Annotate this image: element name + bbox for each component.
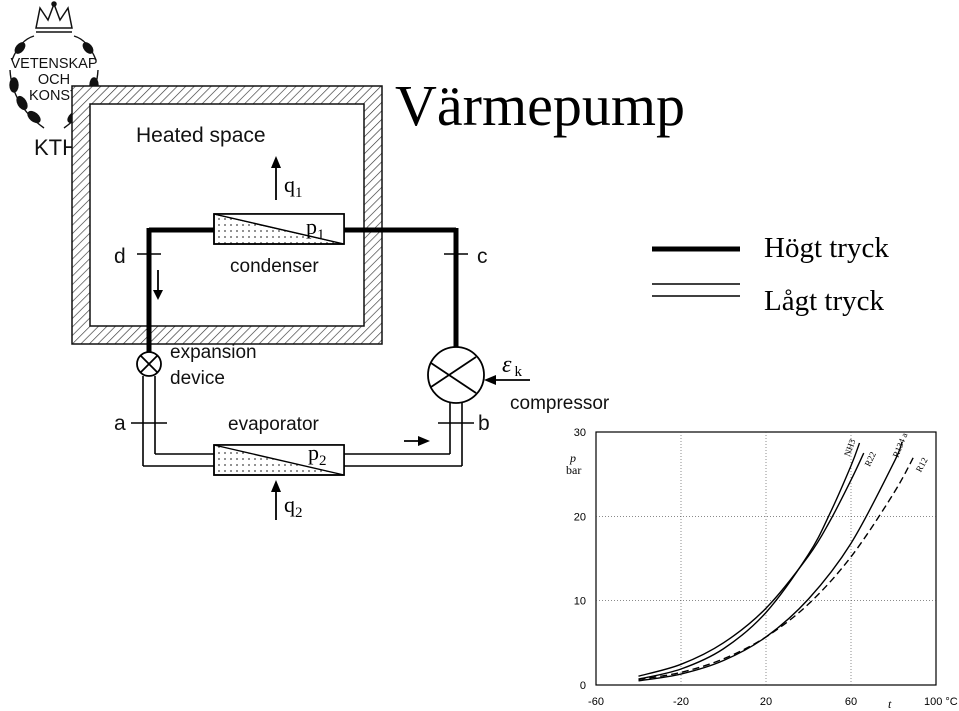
q2-label: q2 <box>284 492 303 521</box>
logo-text-line-3: KONST <box>29 88 79 104</box>
logo-text-line-2: OCH <box>38 72 70 88</box>
low-pressure-pipes <box>142 376 463 467</box>
high-pressure-pipes <box>146 227 459 352</box>
point-ticks <box>131 253 474 424</box>
compressor-icon <box>427 346 485 404</box>
legend-low-label: Lågt tryck <box>764 285 884 317</box>
chart-x-tick-label: -60 <box>588 696 604 708</box>
flow-right-arrow-icon <box>404 436 430 446</box>
chart-grid <box>596 432 936 685</box>
chart-y-tick-label: 10 <box>574 596 586 608</box>
chart-ylabel-p: p <box>569 451 576 465</box>
evaporator-icon <box>213 444 345 476</box>
legend-high-label: Högt tryck <box>764 232 889 264</box>
chart-xlabel-t: t <box>888 697 892 711</box>
legend: Högt tryck Lågt tryck <box>652 232 889 317</box>
chart-series-line <box>638 442 861 680</box>
heat-out-arrow-icon <box>271 156 281 200</box>
crown-icon <box>35 1 73 33</box>
expansion-label-line-1: expansion <box>170 342 257 363</box>
point-a-label: a <box>114 412 126 435</box>
heat-in-arrow-icon <box>271 480 281 520</box>
point-d-label: d <box>114 245 126 268</box>
chart-x-tick-label: -20 <box>673 696 689 708</box>
condenser-icon <box>213 213 345 245</box>
heated-space-wall <box>71 85 383 345</box>
chart-series-line <box>638 452 865 677</box>
chart-y-tick-label: 0 <box>580 680 586 692</box>
logo-kth: KTH <box>34 135 78 160</box>
chart-y-tick-label: 20 <box>574 511 586 523</box>
chart-series-line <box>638 441 903 682</box>
p2-label: p2 <box>308 440 327 469</box>
expansion-valve-icon <box>136 351 162 377</box>
chart-y-tick-label: 30 <box>574 427 586 439</box>
chart-x-tick-label: 20 <box>760 696 772 708</box>
heated-space-label: Heated space <box>136 124 266 147</box>
condenser-label: condenser <box>230 256 319 277</box>
chart-ticks: -60 -20 20 60 100 °C 0 10 20 30 <box>574 427 958 708</box>
chart-series-line <box>638 454 916 681</box>
point-b-label: b <box>478 412 490 435</box>
chart-x-tick-label: 60 <box>845 696 857 708</box>
flow-down-arrow-icon <box>153 270 163 300</box>
p1-label: p1 <box>306 214 325 243</box>
q1-label: q1 <box>284 172 303 201</box>
chart-x-tick-label: 100 °C <box>924 696 958 708</box>
point-c-label: c <box>477 245 488 268</box>
chart-ylabel-unit: bar <box>566 463 581 477</box>
work-input-arrow-icon <box>484 375 530 385</box>
slide-title: Värmepump <box>395 73 685 138</box>
expansion-label-line-2: device <box>170 368 225 389</box>
compressor-label: compressor <box>510 393 610 414</box>
evaporator-label: evaporator <box>228 414 320 435</box>
logo-text-line-1: VETENSKAP <box>10 56 97 72</box>
